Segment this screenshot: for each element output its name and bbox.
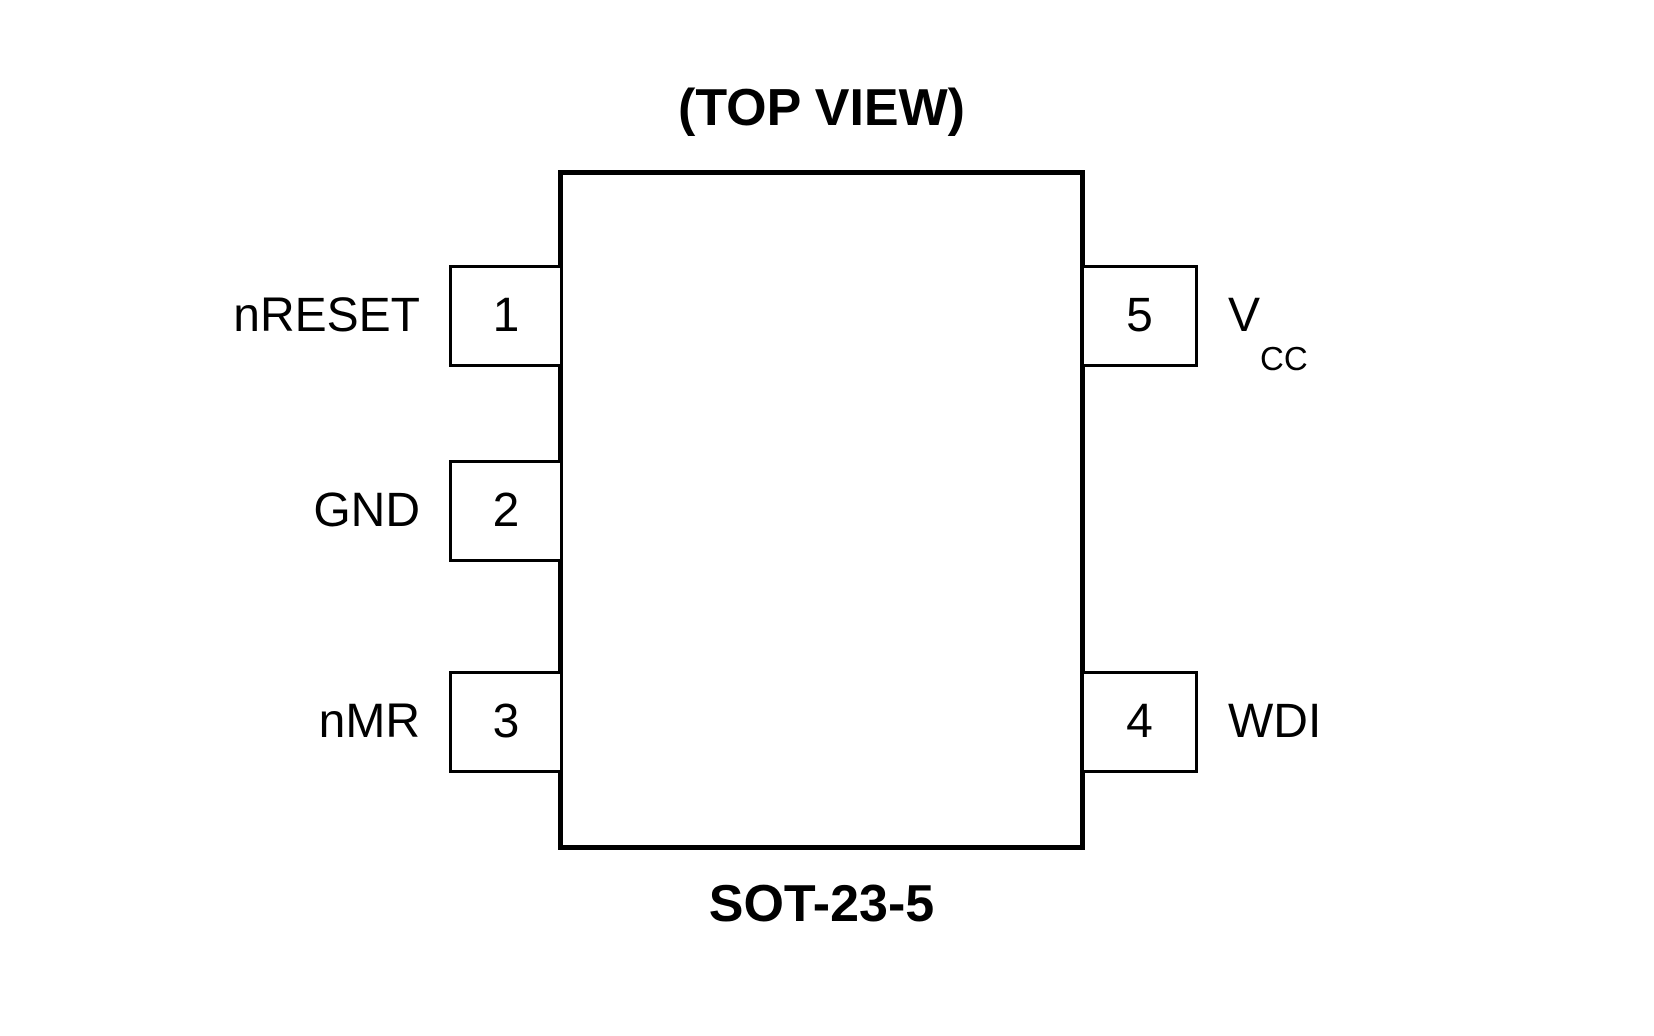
pin-1-number: 1 [492,289,520,342]
pin-2-box: 2 [449,460,563,562]
pin-5-box: 5 [1081,265,1198,367]
top-view-title: (TOP VIEW) [678,79,965,137]
pin-3-number: 3 [492,695,520,748]
pin-4-box: 4 [1081,671,1198,773]
pin-5-number: 5 [1126,289,1153,342]
pin-5-label-text: V [1228,289,1261,342]
pin-2-label-text: GND [313,484,420,537]
pin-4-number: 4 [1126,695,1153,748]
pin-3-label-text: nMR [318,695,420,748]
pin-3-box: 3 [449,671,563,773]
pin-4-label: WDI [1228,671,1568,773]
pin-1-box: 1 [449,265,563,367]
pin-1-label-text: nRESET [233,289,420,342]
pin-4-label-text: WDI [1228,695,1322,748]
pin-5-label-subscript: CC [1260,340,1308,377]
pin-2-number: 2 [492,484,520,537]
package-name-label: SOT-23-5 [708,875,935,933]
pin-3-label: nMR [100,671,420,773]
ic-package-body [558,170,1085,850]
pin-1-label: nRESET [100,265,420,367]
pin-2-label: GND [100,460,420,562]
